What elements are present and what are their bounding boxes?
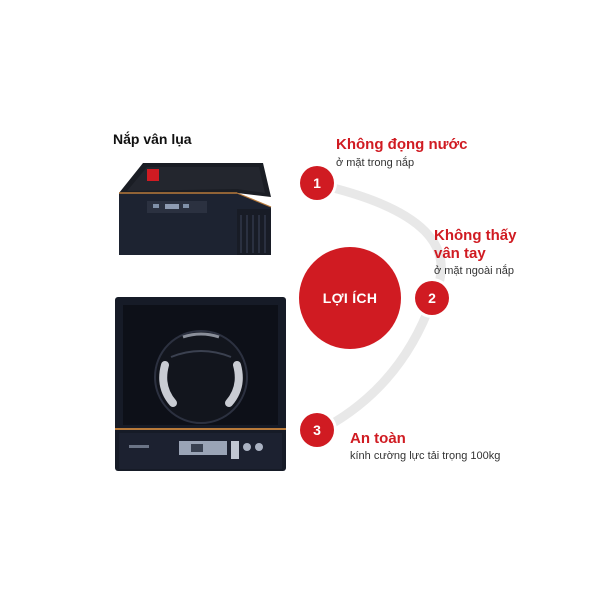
feature-3-subtitle: kính cường lực tải trọng 100kg	[350, 450, 501, 462]
washer-top-image	[119, 163, 272, 255]
feature-2-title-line2: vân tay	[434, 245, 486, 262]
hub-label: LỢI ÍCH	[322, 290, 378, 306]
feature-2-subtitle: ở mặt ngoài nắp	[434, 265, 514, 277]
feature-1-subtitle: ở mặt trong nắp	[336, 157, 415, 169]
marker-square	[147, 169, 159, 181]
lid-caption: Nắp vân lụa	[113, 131, 192, 147]
feature-2-number: 2	[415, 281, 449, 315]
feature-2-title-line1: Không thấy	[434, 227, 517, 244]
feature-1-title: Không đọng nước	[336, 136, 468, 153]
feature-1-number: 1	[300, 166, 334, 200]
washer-front-image	[115, 297, 286, 471]
feature-3-number: 3	[300, 413, 334, 447]
feature-3-title: An toàn	[350, 430, 406, 447]
benefits-hub: LỢI ÍCH	[299, 247, 401, 349]
